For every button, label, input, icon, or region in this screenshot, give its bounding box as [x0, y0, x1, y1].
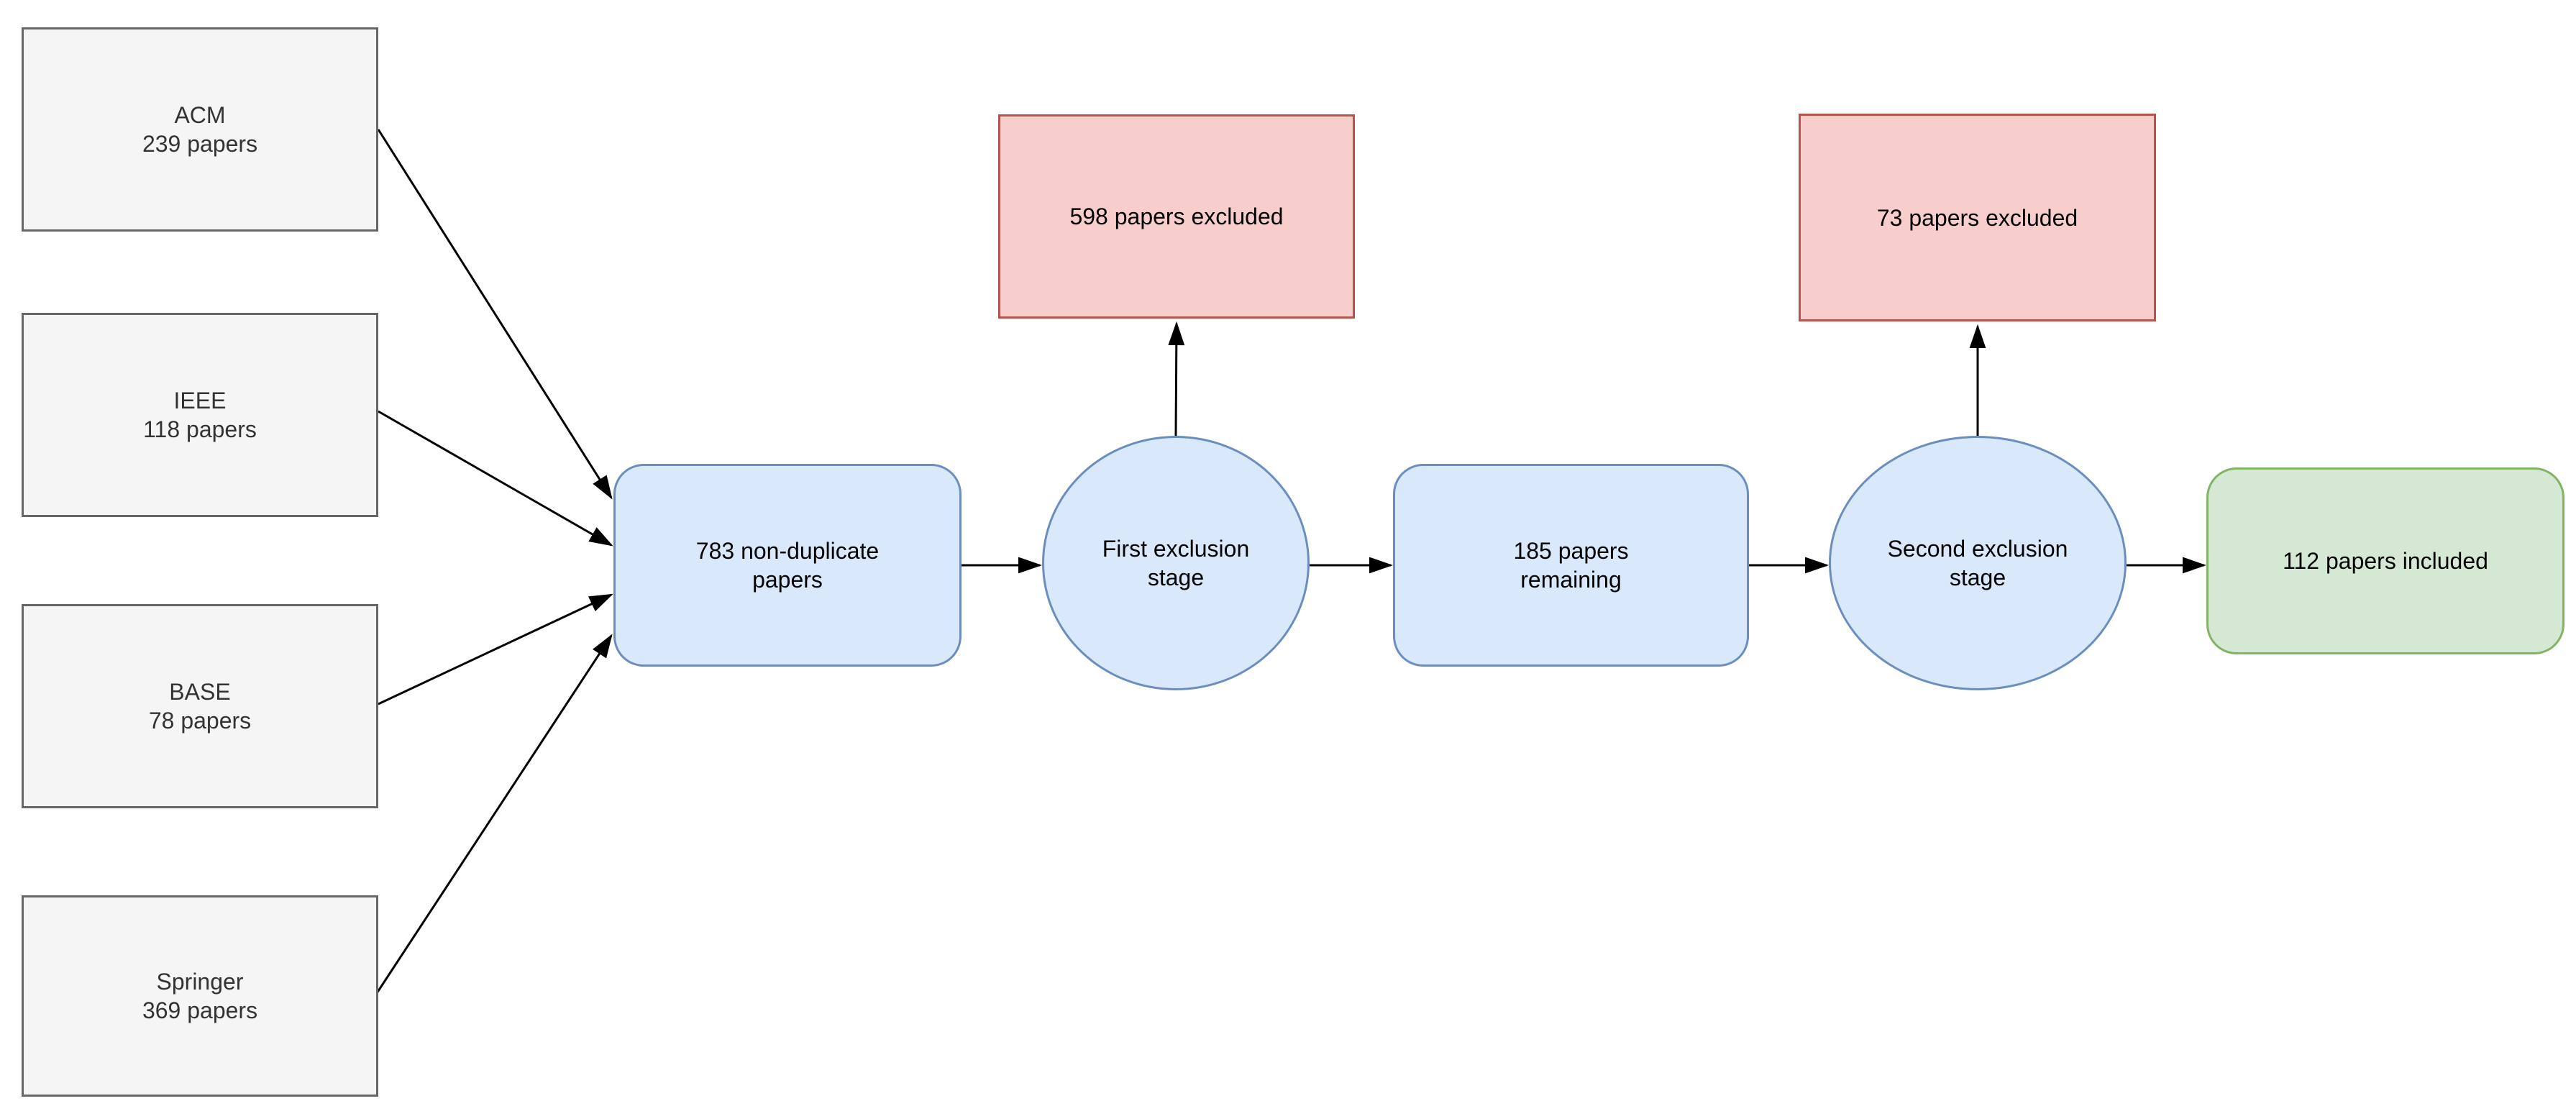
source-box-springer: Springer 369 papers	[22, 895, 378, 1097]
papers-remaining-box: 185 papers remaining	[1393, 464, 1749, 667]
excluded-first-box: 598 papers excluded	[998, 114, 1355, 319]
edge-base-to-nondup	[378, 593, 613, 705]
edge-acm-to-nondup	[377, 129, 613, 500]
edge-stage1-to-excluded1	[1168, 321, 1185, 437]
first-exclusion-stage-ellipse: First exclusion stage	[1042, 436, 1310, 690]
edge-ieee-to-nondup	[378, 410, 613, 547]
second-exclusion-stage-ellipse: Second exclusion stage	[1829, 436, 2127, 690]
source-box-acm: ACM 239 papers	[22, 27, 378, 232]
source-box-base: BASE 78 papers	[22, 604, 378, 808]
non-duplicate-papers-box: 783 non-duplicate papers	[613, 464, 962, 667]
edge-springer-to-nondup	[375, 634, 613, 994]
excluded-second-box: 73 papers excluded	[1799, 114, 2156, 321]
papers-included-box: 112 papers included	[2206, 467, 2564, 654]
source-box-ieee: IEEE 118 papers	[22, 313, 378, 517]
